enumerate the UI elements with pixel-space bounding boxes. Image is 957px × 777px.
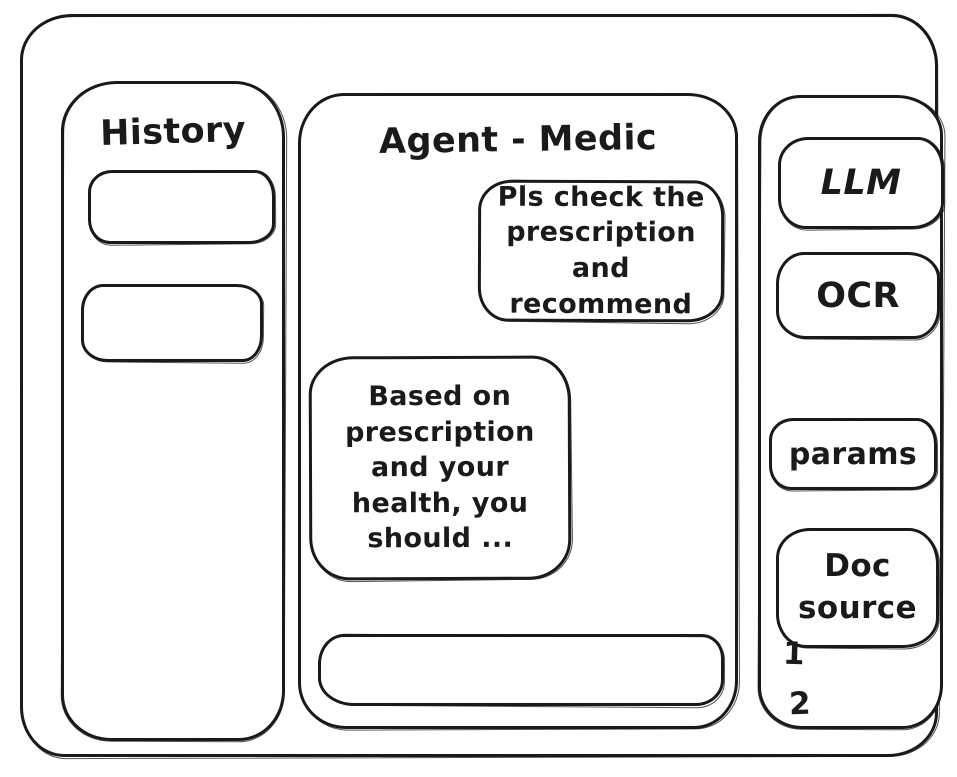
user-message-bubble: Pls check the prescription and recommend xyxy=(477,179,725,323)
agent-message-bubble: Based on prescription and your health, y… xyxy=(308,355,572,581)
history-panel-title: History xyxy=(99,109,247,155)
chat-panel-title: Agent - Medic xyxy=(378,118,658,162)
chat-input[interactable] xyxy=(318,634,724,706)
params-button[interactable]: params xyxy=(769,418,937,490)
chat-input-field[interactable] xyxy=(321,637,721,703)
tools-panel: LLM OCR params Doc source 1 2 xyxy=(758,95,944,729)
history-item[interactable] xyxy=(81,284,263,362)
doc-source-list-item[interactable]: 2 xyxy=(788,685,812,723)
history-panel: History xyxy=(61,81,285,741)
doc-source-button[interactable]: Doc source xyxy=(776,528,939,648)
ocr-button[interactable]: OCR xyxy=(776,252,940,339)
chat-panel: Agent - Medic Pls check the prescription… xyxy=(298,93,738,729)
llm-button[interactable]: LLM xyxy=(778,137,944,229)
doc-source-list-item[interactable]: 1 xyxy=(782,635,806,673)
app-window-frame: History Agent - Medic Pls check the pres… xyxy=(20,14,944,757)
history-item[interactable] xyxy=(88,170,275,244)
